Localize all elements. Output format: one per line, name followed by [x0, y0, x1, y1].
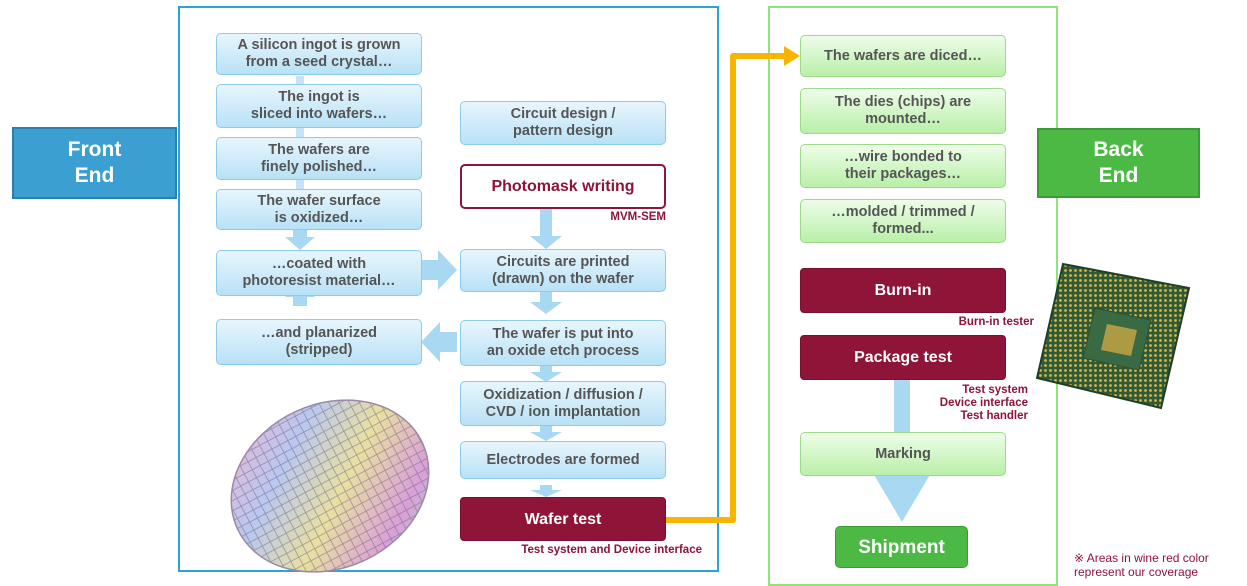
step-package-test: Package test [800, 335, 1006, 380]
step-planarized: …and planarized (stripped) [216, 319, 422, 365]
step-oxidized: The wafer surface is oxidized… [216, 189, 422, 230]
step-oxidization-diffusion: Oxidization / diffusion / CVD / ion impl… [460, 381, 666, 426]
step-burn-in: Burn-in [800, 268, 1006, 313]
step-molded: …molded / trimmed / formed... [800, 199, 1006, 243]
step-oxide-etch: The wafer is put into an oxide etch proc… [460, 320, 666, 366]
step-sliced: The ingot is sliced into wafers… [216, 84, 422, 128]
step-wire-bonded: …wire bonded to their packages… [800, 144, 1006, 188]
step-shipment: Shipment [835, 526, 968, 568]
back-end-label: Back End [1037, 128, 1200, 198]
step-diced: The wafers are diced… [800, 35, 1006, 77]
step-marking: Marking [800, 432, 1006, 476]
coverage-footnote: ※ Areas in wine red color represent our … [1074, 551, 1209, 579]
note-mvm-sem: MVM-SEM [610, 211, 666, 223]
step-polished: The wafers are finely polished… [216, 137, 422, 180]
note-burn-in-tester: Burn-in tester [958, 316, 1034, 328]
step-circuits-printed: Circuits are printed (drawn) on the wafe… [460, 249, 666, 292]
step-photoresist: …coated with photoresist material… [216, 250, 422, 296]
note-wafer-test-equipment: Test system and Device interface [521, 544, 702, 556]
step-mounted: The dies (chips) are mounted… [800, 88, 1006, 134]
cpu-chip-photo [1035, 262, 1191, 410]
front-end-label: Front End [12, 127, 177, 199]
note-package-test-equipment: Test system Device interface Test handle… [939, 384, 1028, 422]
step-circuit-design: Circuit design / pattern design [460, 101, 666, 145]
silicon-wafer-photo [218, 386, 448, 576]
step-wafer-test: Wafer test [460, 497, 666, 541]
step-ingot-grown: A silicon ingot is grown from a seed cry… [216, 33, 422, 75]
step-electrodes-formed: Electrodes are formed [460, 441, 666, 479]
step-photomask-writing: Photomask writing [460, 164, 666, 209]
front-end-panel [178, 6, 719, 572]
